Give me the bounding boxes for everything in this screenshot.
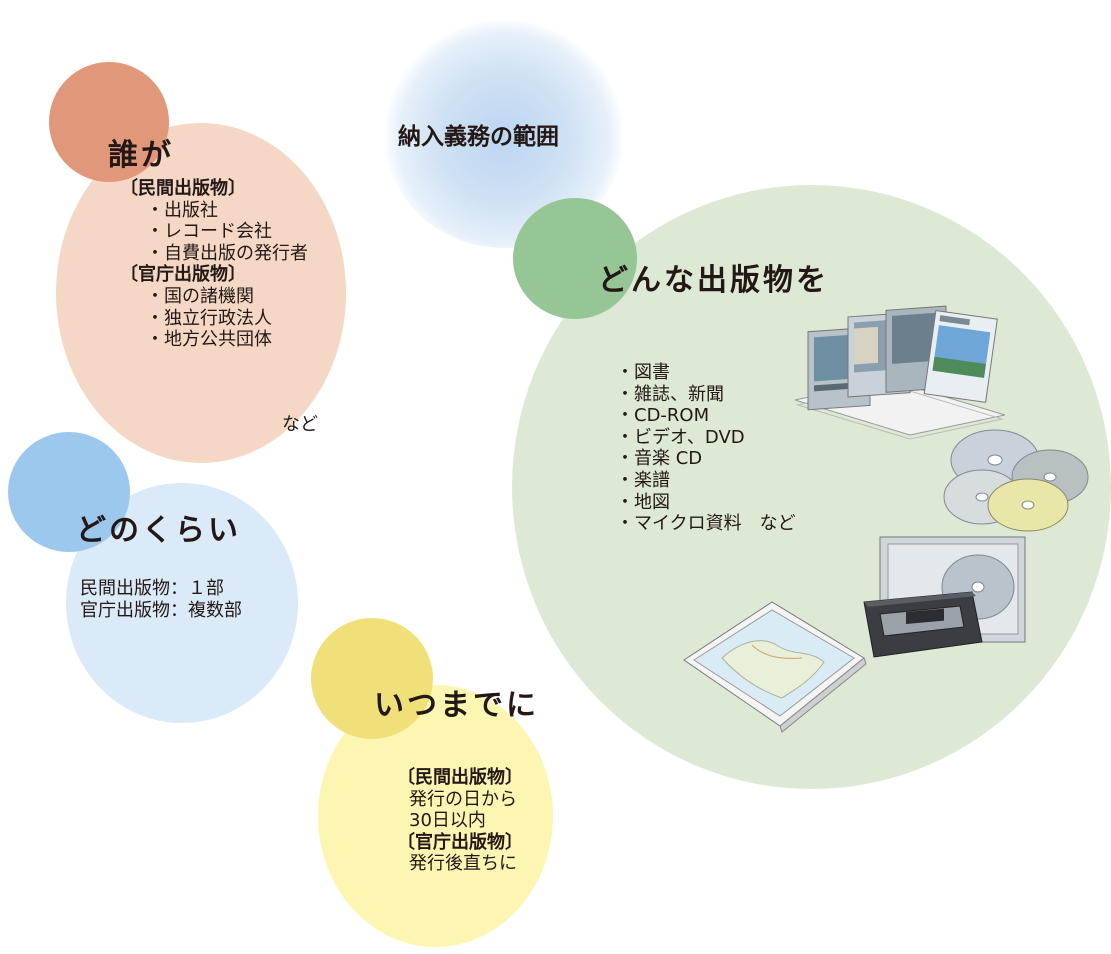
how-many-list: 民間出版物：１部 官庁出版物：複数部: [80, 578, 242, 621]
who-item: ・自費出版の発行者: [146, 242, 308, 264]
who-suffix: など: [282, 414, 318, 435]
who-item: 〔民間出版物〕: [120, 178, 246, 199]
how-many-circle-accent: [8, 432, 130, 552]
who-circle-accent: [49, 62, 169, 182]
what-circle-accent: [513, 198, 637, 319]
what-item: ・マイクロ資料 など: [616, 513, 796, 535]
what-item: ・雑誌、新聞: [616, 383, 724, 405]
how-many-item: 官庁出版物：複数部: [80, 599, 242, 621]
who-list: 〔民間出版物〕 ・出版社 ・レコード会社 ・自費出版の発行者 〔官庁出版物〕 ・…: [120, 178, 308, 351]
who-item: ・レコード会社: [146, 221, 272, 243]
what-item: ・音楽 CD: [616, 448, 703, 470]
diagram-title: 納入義務の範囲: [398, 124, 559, 150]
who-heading: 誰が: [108, 138, 174, 173]
who-item: ・出版社: [146, 199, 218, 221]
what-item: ・ビデオ、DVD: [616, 426, 745, 448]
who-item: ・地方公共団体: [146, 329, 272, 351]
video-cassette-dvd-illustration: [863, 536, 1026, 658]
until-when-item: 〔官庁出版物〕: [397, 831, 523, 853]
what-item: ・地図: [616, 491, 670, 513]
who-item: 〔官庁出版物〕: [120, 264, 246, 286]
what-item: ・楽譜: [616, 469, 670, 491]
how-many-item: 民間出版物：１部: [80, 578, 224, 599]
until-when-item: 30日以内: [409, 810, 486, 832]
until-when-item: 〔民間出版物〕: [397, 767, 523, 788]
until-when-circle-accent: [311, 618, 433, 739]
what-item: ・図書: [616, 362, 670, 383]
until-when-list: 〔民間出版物〕 発行の日から 30日以内 〔官庁出版物〕 発行後直ちに: [397, 767, 523, 875]
who-item: ・国の諸機関: [146, 285, 254, 307]
what-heading: どんな出版物を: [598, 263, 829, 298]
cd-discs-illustration: [943, 429, 1089, 532]
until-when-item: 発行の日から: [409, 788, 517, 810]
map-illustration: [683, 601, 867, 733]
who-item: ・独立行政法人: [146, 307, 272, 329]
until-when-heading: いつまでに: [374, 688, 539, 723]
what-item: ・CD-ROM: [616, 405, 710, 427]
books-magazines-illustration: [794, 305, 1005, 440]
what-list: ・図書 ・雑誌、新聞 ・CD-ROM ・ビデオ、DVD ・音楽 CD ・楽譜 ・…: [616, 362, 796, 535]
how-many-heading: どのくらい: [76, 513, 241, 548]
until-when-item: 発行後直ちに: [409, 853, 517, 875]
